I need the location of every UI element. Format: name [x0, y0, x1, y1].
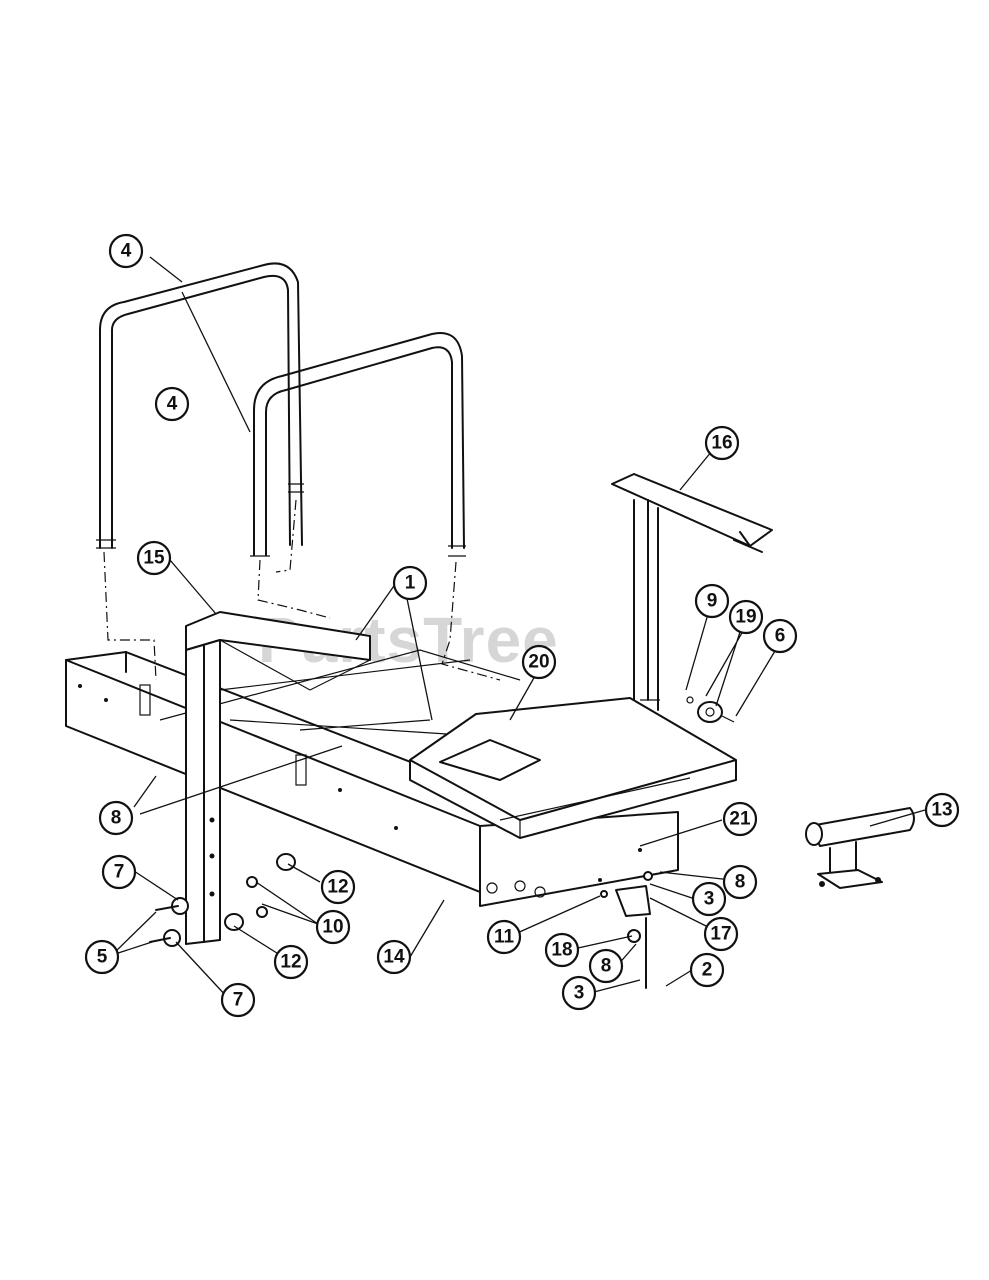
callout-8-nut-left[interactable]: 8: [98, 800, 134, 836]
svg-text:6: 6: [775, 626, 786, 647]
callout-7-bushing-bottom[interactable]: 7: [220, 982, 256, 1018]
callout-12-spacer-bottom[interactable]: 12: [273, 944, 309, 980]
part-13-handle: [805, 807, 915, 889]
svg-text:1: 1: [405, 573, 416, 594]
svg-text:14: 14: [383, 947, 405, 968]
callout-2-pin[interactable]: 2: [689, 952, 725, 988]
svg-text:15: 15: [143, 548, 165, 569]
callout-13-handle[interactable]: 13: [924, 792, 960, 828]
callout-15-front-support[interactable]: 15: [136, 540, 172, 576]
svg-text:5: 5: [97, 947, 108, 968]
callout-19-knob[interactable]: 19: [728, 599, 764, 635]
svg-text:11: 11: [494, 927, 515, 948]
callout-6-bolt[interactable]: 6: [762, 618, 798, 654]
callout-10-washer[interactable]: 10: [315, 909, 351, 945]
callout-5-bolt[interactable]: 5: [84, 939, 120, 975]
svg-text:13: 13: [931, 800, 952, 821]
svg-text:21: 21: [729, 809, 751, 830]
callout-7-bushing-top[interactable]: 7: [101, 854, 137, 890]
callout-4-front-handle[interactable]: 4: [154, 386, 190, 422]
svg-text:20: 20: [528, 652, 549, 673]
svg-text:3: 3: [704, 889, 715, 910]
part-4-front-handle: [250, 332, 501, 681]
callout-4-rear-handle[interactable]: 4: [108, 233, 144, 269]
callout-12-spacer-top[interactable]: 12: [320, 869, 356, 905]
svg-text:9: 9: [707, 591, 718, 612]
part-20-deck-tray: [409, 697, 737, 839]
callout-8-nut-bottom[interactable]: 8: [588, 948, 624, 984]
callout-17-bracket[interactable]: 17: [703, 916, 739, 952]
callout-18-plate[interactable]: 18: [544, 932, 580, 968]
svg-text:4: 4: [121, 241, 132, 262]
callout-21-label[interactable]: 21: [722, 801, 758, 837]
svg-text:19: 19: [735, 607, 756, 628]
svg-text:7: 7: [114, 862, 125, 883]
svg-text:12: 12: [280, 952, 301, 973]
callout-3-pin-top[interactable]: 3: [691, 881, 727, 917]
part-4-rear-handle: [96, 262, 304, 681]
svg-text:3: 3: [574, 983, 585, 1004]
svg-text:17: 17: [710, 924, 731, 945]
callout-8-nut-right[interactable]: 8: [722, 864, 758, 900]
callout-16-bracket[interactable]: 16: [704, 425, 740, 461]
svg-text:7: 7: [233, 990, 244, 1011]
callout-1-handle-mount[interactable]: 1: [392, 565, 428, 601]
svg-text:2: 2: [702, 960, 713, 981]
callout-9-washer[interactable]: 9: [694, 583, 730, 619]
svg-text:4: 4: [167, 394, 178, 415]
callout-14-main-frame[interactable]: 14: [376, 939, 412, 975]
svg-text:18: 18: [551, 940, 572, 961]
part-15-front-support: [185, 611, 371, 945]
svg-text:8: 8: [735, 872, 746, 893]
svg-text:12: 12: [327, 877, 348, 898]
callout-11-screw[interactable]: 11: [486, 919, 522, 955]
svg-text:8: 8: [601, 956, 612, 977]
callout-3-pin-bottom[interactable]: 3: [561, 975, 597, 1011]
callout-20-deck-tray[interactable]: 20: [521, 644, 557, 680]
svg-text:10: 10: [322, 917, 343, 938]
part-9-19-6-knob: [686, 696, 735, 723]
svg-text:8: 8: [111, 808, 122, 829]
part-16-bracket: [611, 473, 773, 711]
svg-text:16: 16: [711, 433, 732, 454]
